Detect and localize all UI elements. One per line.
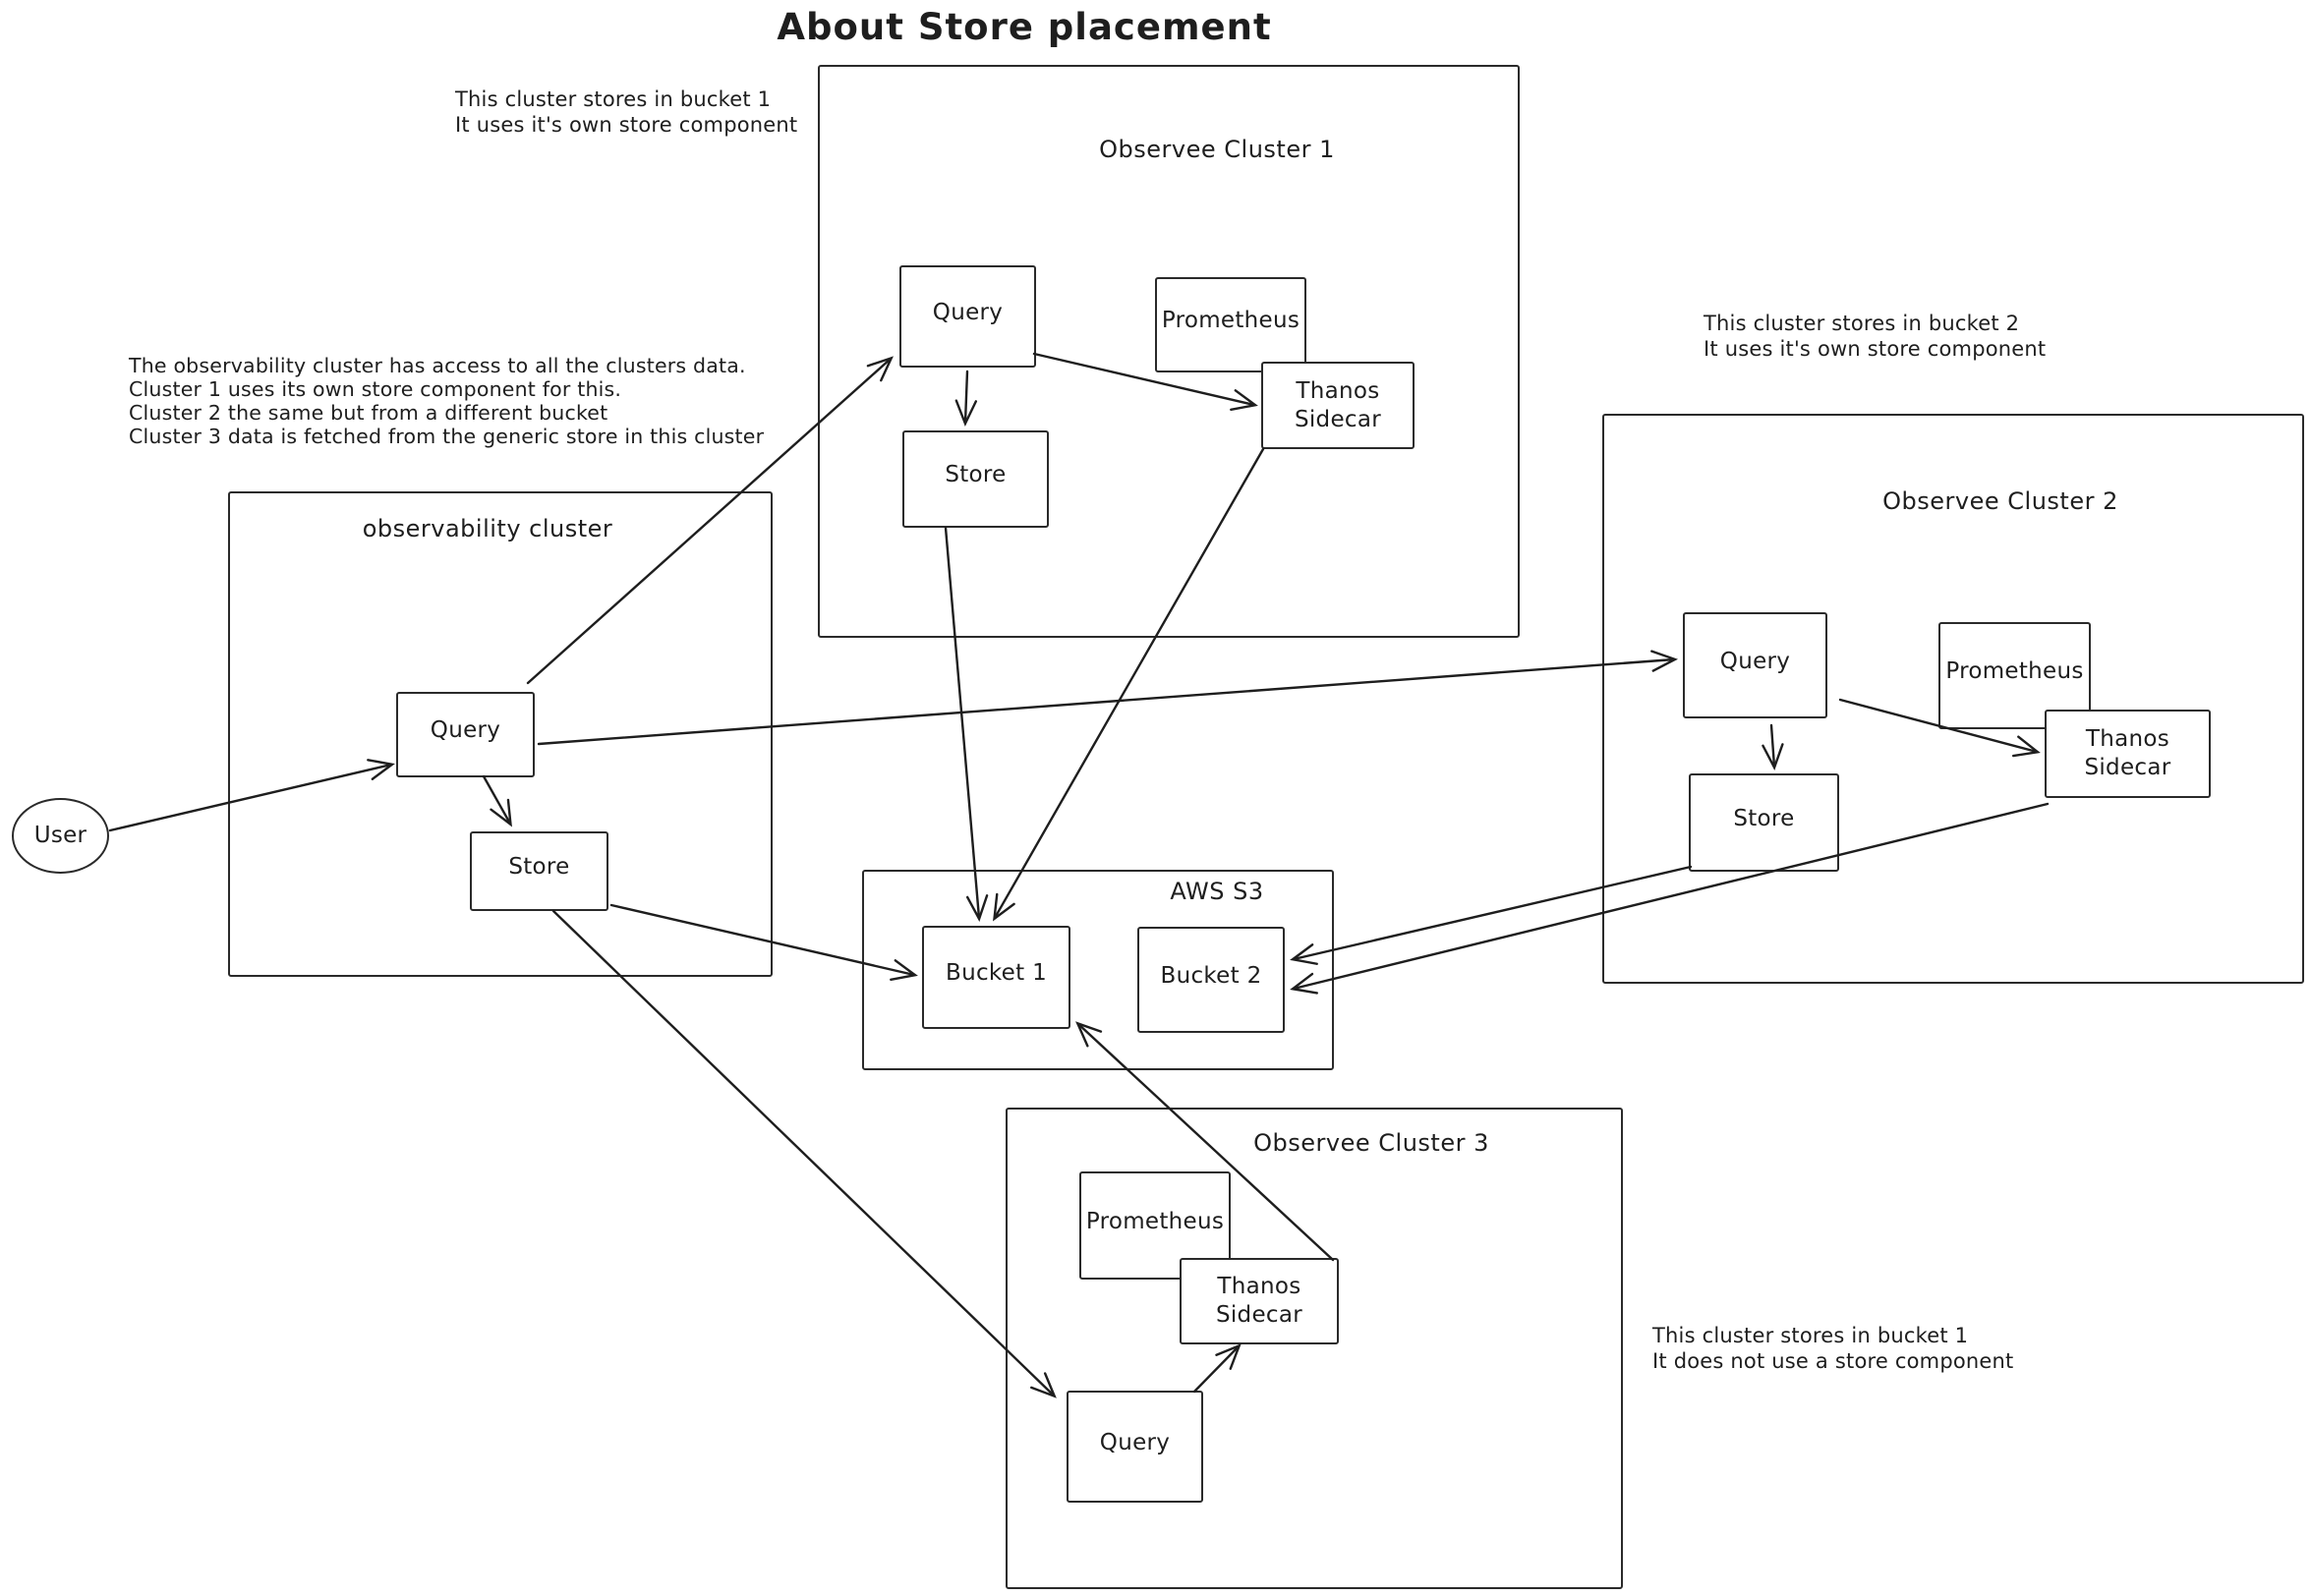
node-bucket-2[interactable]: Bucket 2	[1137, 927, 1285, 1033]
edge-obs-query--c1-query[interactable]	[526, 356, 894, 685]
node-label: Bucket 2	[1160, 962, 1262, 989]
note-line: The observability cluster has access to …	[129, 354, 746, 377]
edge-obs-store--c3-query[interactable]	[551, 909, 1057, 1398]
node-observability-store[interactable]: Store	[470, 831, 608, 911]
node-bucket-1[interactable]: Bucket 1	[922, 926, 1070, 1029]
node-cluster1-store[interactable]: Store	[902, 430, 1049, 528]
note-line: Cluster 1 uses its own store component f…	[129, 377, 622, 401]
node-label: Bucket 1	[945, 959, 1047, 986]
edge-obs-query--obs-store[interactable]	[482, 774, 512, 827]
node-label: Prometheus	[1085, 1208, 1225, 1234]
note-line: This cluster stores in bucket 1	[1652, 1324, 1969, 1347]
node-cluster2-query[interactable]: Query	[1683, 612, 1827, 718]
container-cluster2-label: Observee Cluster 2	[1882, 487, 2118, 515]
note-line: It uses it's own store component	[455, 113, 798, 137]
edge-c2-store--bucket2[interactable]	[1290, 865, 1693, 965]
container-cluster1-label: Observee Cluster 1	[1099, 136, 1335, 163]
edge-obs-store--bucket1[interactable]	[609, 903, 918, 982]
edge-c3-thanos--bucket1[interactable]	[1075, 1021, 1335, 1262]
node-label: Thanos Sidecar	[2084, 726, 2171, 780]
note-cluster3[interactable]: This cluster stores in bucket 1 It does …	[1652, 1323, 2013, 1374]
edge-c2-query--c2-store[interactable]	[1762, 723, 1784, 770]
node-cluster1-thanos-sidecar[interactable]: Thanos Sidecar	[1261, 362, 1415, 449]
node-label: Prometheus	[1945, 657, 2084, 684]
node-cluster1-query[interactable]: Query	[899, 265, 1036, 368]
note-cluster1[interactable]: This cluster stores in bucket 1 It uses …	[455, 86, 797, 138]
node-label: Store	[1733, 805, 1795, 831]
edge-user--obs-query[interactable]	[108, 759, 395, 832]
node-cluster2-prometheus[interactable]: Prometheus	[1938, 622, 2091, 729]
edge-c1-query--c1-store[interactable]	[954, 370, 978, 428]
node-label: Query	[932, 299, 1004, 325]
note-line: This cluster stores in bucket 2	[1704, 312, 2020, 335]
node-user[interactable]: User	[12, 798, 109, 874]
note-line: It does not use a store component	[1652, 1349, 2014, 1373]
edge-obs-query--c2-query[interactable]	[537, 650, 1678, 746]
container-observee-cluster-2[interactable]	[1602, 414, 2304, 984]
edge-c2-query--c2-thanos[interactable]	[1838, 698, 2041, 758]
node-label: Store	[945, 461, 1007, 487]
diagram-title[interactable]: About Store placement	[777, 6, 1272, 48]
node-cluster1-prometheus[interactable]: Prometheus	[1155, 277, 1306, 372]
node-label: Thanos Sidecar	[1294, 377, 1382, 432]
node-label: Query	[1099, 1429, 1171, 1455]
note-observability[interactable]: The observability cluster has access to …	[129, 354, 764, 448]
edge-c1-store--bucket1[interactable]	[944, 526, 989, 922]
container-cluster3-label: Observee Cluster 3	[1253, 1129, 1489, 1157]
node-label: Thanos Sidecar	[1215, 1274, 1303, 1328]
node-cluster3-thanos-sidecar[interactable]: Thanos Sidecar	[1180, 1258, 1339, 1344]
node-cluster3-query[interactable]: Query	[1067, 1391, 1203, 1503]
note-line: This cluster stores in bucket 1	[455, 87, 772, 111]
node-label: Query	[1719, 648, 1791, 674]
container-observee-cluster-1[interactable]	[818, 65, 1520, 638]
container-aws-s3[interactable]	[862, 870, 1334, 1070]
node-label: Store	[508, 853, 570, 880]
container-observability-cluster[interactable]	[228, 491, 773, 977]
note-line: Cluster 3 data is fetched from the gener…	[129, 425, 765, 448]
note-line: Cluster 2 the same but from a different …	[129, 401, 608, 425]
node-cluster2-thanos-sidecar[interactable]: Thanos Sidecar	[2045, 710, 2211, 798]
edge-c3-query--c3-thanos[interactable]	[1192, 1343, 1242, 1394]
note-cluster2[interactable]: This cluster stores in bucket 2 It uses …	[1704, 311, 2046, 362]
node-user-label: User	[33, 823, 87, 848]
edge-c1-thanos--bucket1[interactable]	[993, 447, 1265, 922]
node-label: Query	[430, 716, 501, 743]
node-cluster2-store[interactable]: Store	[1689, 773, 1839, 872]
edge-c2-thanos--bucket2[interactable]	[1290, 802, 2050, 995]
container-observability-label: observability cluster	[362, 515, 613, 542]
container-s3-label: AWS S3	[1170, 878, 1264, 905]
edge-c1-query--c1-thanos[interactable]	[1032, 352, 1258, 411]
node-observability-query[interactable]: Query	[396, 692, 535, 777]
node-label: Prometheus	[1161, 307, 1300, 333]
note-line: It uses it's own store component	[1704, 337, 2047, 361]
